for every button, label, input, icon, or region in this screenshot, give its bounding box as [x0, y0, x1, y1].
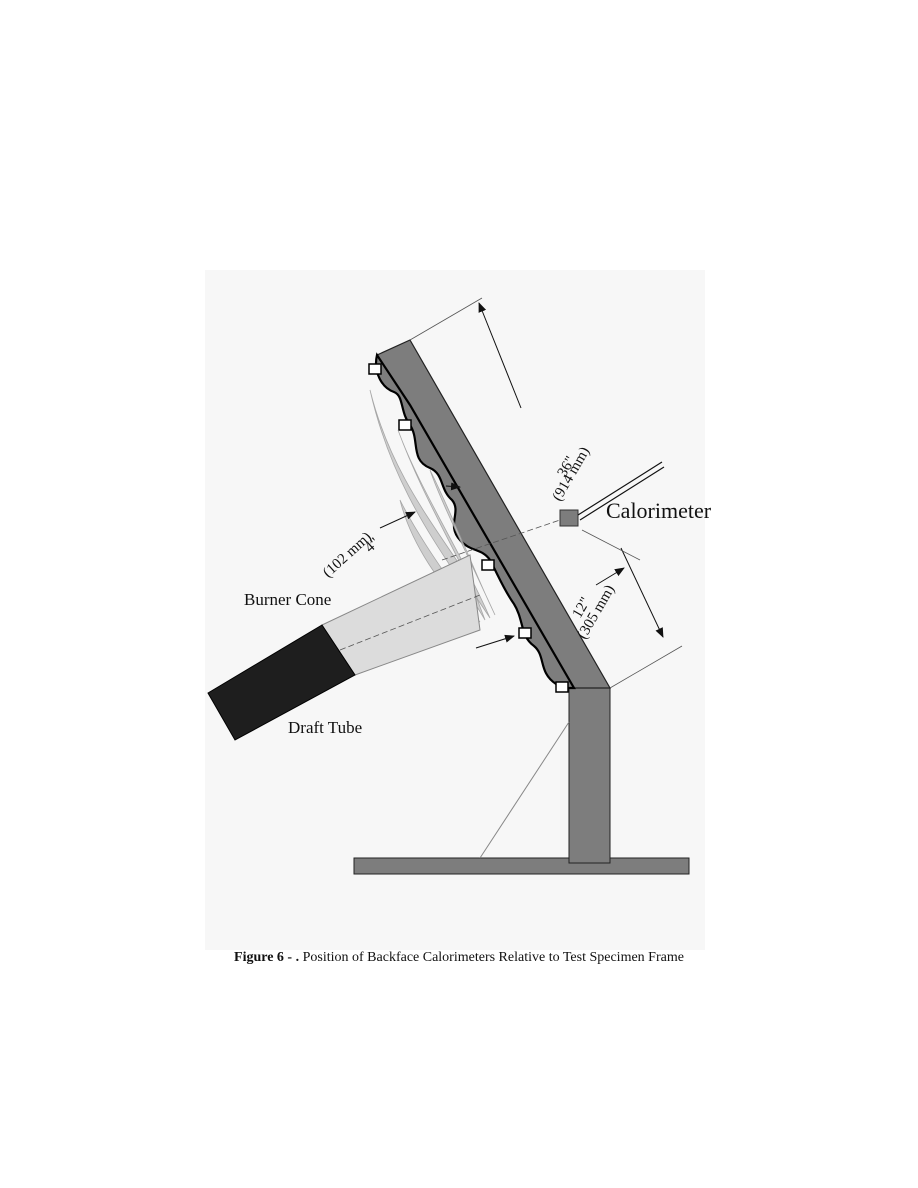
base-plate	[353, 857, 690, 875]
figure-caption: Figure 6 - . Position of Backface Calori…	[0, 950, 918, 966]
support-brace	[479, 721, 570, 859]
calorimeter-lead-wire-2	[579, 466, 665, 521]
dimension-36-in	[409, 297, 683, 689]
specimen-panel-surface	[374, 352, 576, 690]
specimen-clips	[368, 363, 569, 693]
draft-tube-label: Draft Tube	[288, 718, 362, 737]
figure-number: Figure 6 - .	[234, 950, 300, 965]
dimension-12-in	[581, 529, 641, 586]
burner-centerline	[339, 594, 481, 651]
calorimeter-lead-wire	[577, 461, 663, 516]
support-post	[568, 687, 611, 864]
calorimeter-sensor	[559, 509, 579, 527]
burner-cone-label: Burner Cone	[244, 590, 331, 609]
calorimeter-centerline	[441, 519, 561, 561]
dimension-4-in	[379, 482, 515, 649]
calorimeter-label: Calorimeter	[606, 498, 712, 523]
draft-tube	[207, 624, 356, 741]
figure-caption-text: Position of Backface Calorimeters Relati…	[302, 950, 684, 965]
